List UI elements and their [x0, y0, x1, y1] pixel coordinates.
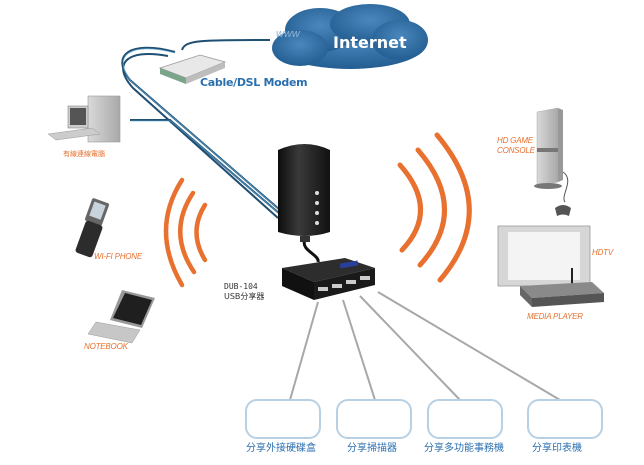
notebook-icon [87, 290, 155, 344]
game-console-label-line2: CONSOLE [497, 146, 535, 155]
device-box-mfp [427, 399, 503, 439]
media-player-label: MEDIA PLAYER [527, 312, 583, 321]
game-console-icon [534, 107, 571, 216]
printer-label: 分享印表機 [532, 443, 582, 454]
internet-cloud [272, 4, 428, 69]
desktop-pc-icon [47, 95, 121, 143]
wireless-waves-right [397, 132, 472, 283]
wifi-phone-icon [75, 198, 109, 258]
wifi-phone-label: WI-FI PHONE [94, 252, 143, 261]
device-box-scanner [336, 399, 412, 439]
modem-label: Cable/DSL Modem [200, 76, 308, 89]
hdtv-icon [497, 225, 591, 287]
wired-pc-label: 有線連線電腦 [63, 150, 105, 158]
usb-hub-name-label: USB分享器 [224, 292, 265, 301]
usb-connection-lines [289, 291, 561, 401]
usb-hub-model-label: DUB-104 [224, 282, 258, 291]
game-console-label-line1: HD GAME [497, 136, 533, 145]
cable-internet-modem [181, 39, 271, 51]
hdd-label: 分享外接硬碟盒 [246, 443, 316, 454]
internet-label: Internet [333, 33, 407, 52]
notebook-label: NOTEBOOK [84, 342, 128, 351]
wireless-waves-left [163, 177, 208, 288]
device-box-printer [527, 399, 603, 439]
cable-modem-router-b [122, 53, 279, 219]
mfp-label: 分享多功能事務機 [424, 443, 504, 454]
media-player-icon [520, 268, 604, 307]
hdtv-label: HDTV [592, 248, 613, 257]
scanner-label: 分享掃描器 [347, 443, 397, 454]
device-box-hdd [245, 399, 321, 439]
internet-www-label: www [276, 28, 300, 40]
wireless-router-icon [278, 144, 330, 263]
modem-icon [158, 54, 227, 84]
usb-hub-icon [282, 258, 375, 300]
